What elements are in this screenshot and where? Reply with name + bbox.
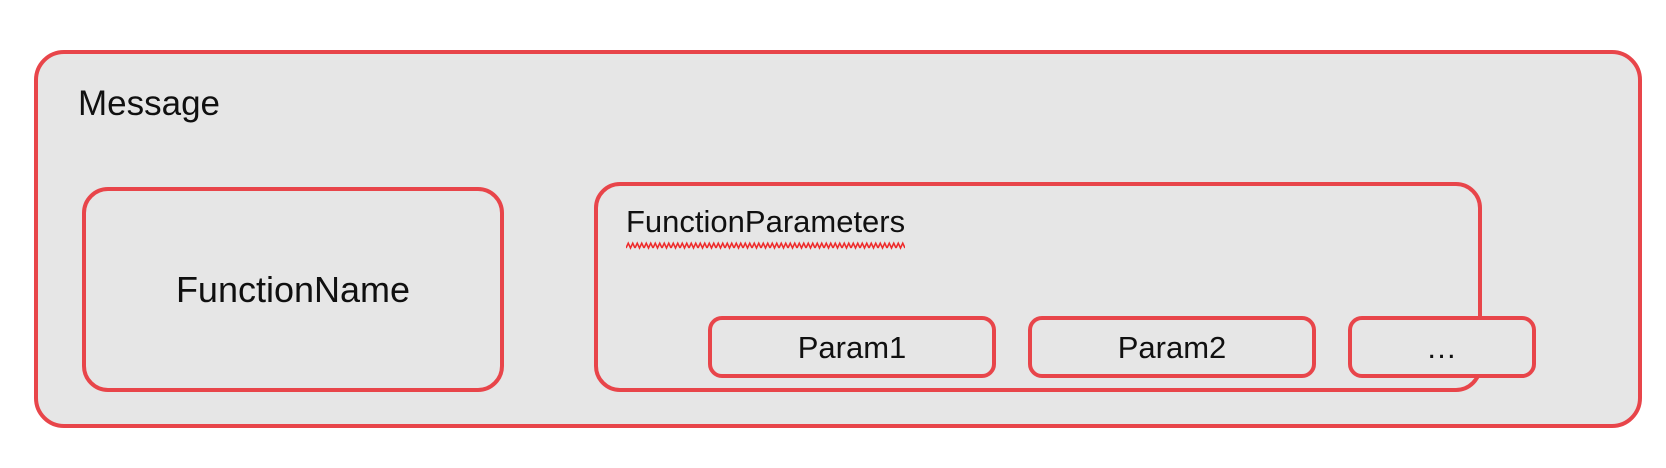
parameter-box-more[interactable]: … <box>1348 316 1536 378</box>
message-container[interactable]: Message FunctionName FunctionParameters … <box>34 50 1642 428</box>
parameter-label-2: Param2 <box>1117 329 1227 365</box>
spellcheck-squiggle-underline <box>626 240 906 250</box>
function-parameters-title-group: FunctionParameters <box>626 204 906 250</box>
parameter-label-more: … <box>1426 329 1458 365</box>
function-parameters-label: FunctionParameters <box>626 204 906 239</box>
function-name-label: FunctionName <box>175 268 411 310</box>
parameter-label-1: Param1 <box>797 329 907 365</box>
parameter-box-1[interactable]: Param1 <box>708 316 996 378</box>
message-title: Message <box>78 84 221 123</box>
parameter-box-2[interactable]: Param2 <box>1028 316 1316 378</box>
function-parameters-box[interactable]: FunctionParameters Param1 Param2 … <box>594 182 1536 392</box>
parameter-list: Param1 Param2 … <box>708 316 1536 378</box>
function-name-box[interactable]: FunctionName <box>82 187 504 392</box>
